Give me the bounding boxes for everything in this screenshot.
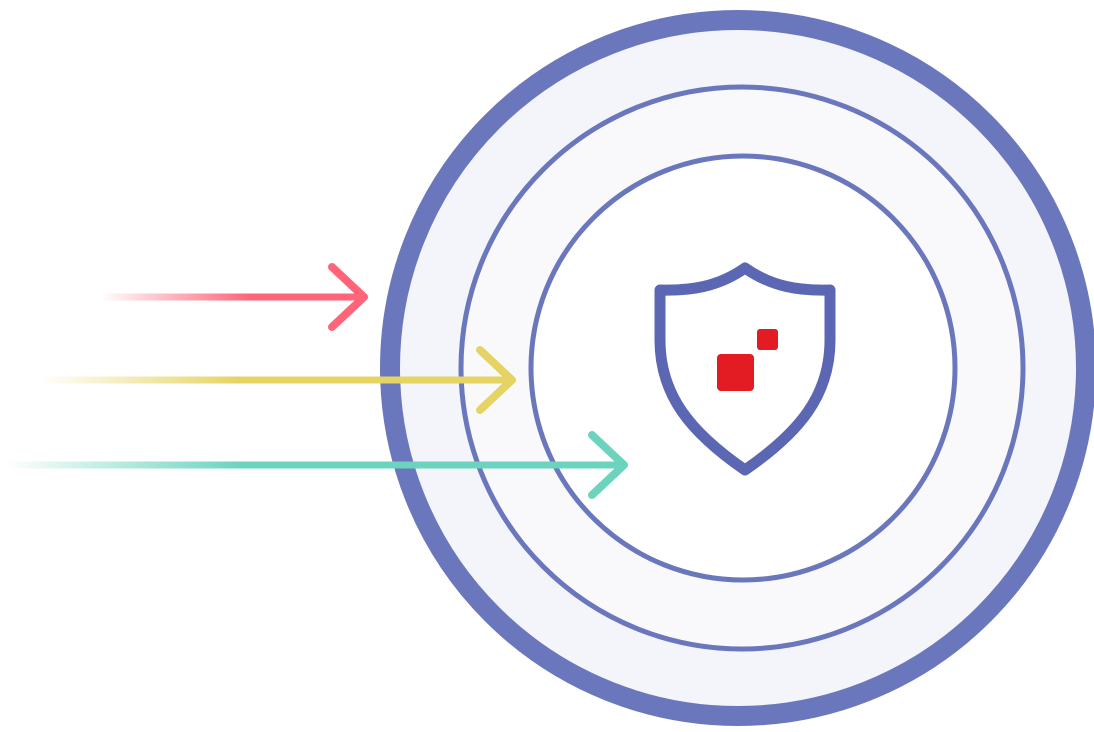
arrow-yellow (36, 346, 516, 414)
arrow-red (96, 263, 368, 331)
shield-square-small (757, 329, 778, 350)
arrow-right-icon (328, 263, 368, 331)
shield-square-large (717, 354, 754, 391)
arrow-right-icon (588, 431, 628, 499)
shield-icon (654, 262, 836, 476)
arrow-right-icon (476, 346, 516, 414)
arrow-teal (1, 431, 628, 499)
